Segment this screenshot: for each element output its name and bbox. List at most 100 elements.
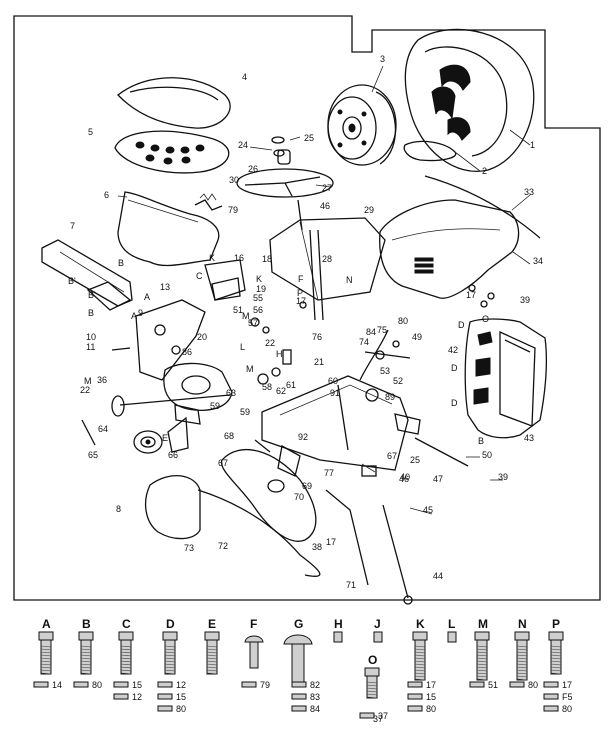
drive-belt-part [197, 448, 321, 577]
part-label-p74: 74 [359, 337, 369, 347]
hardware-ref-p-1: F5 [562, 692, 573, 702]
hardware-ref-o-0: 37 [378, 711, 388, 721]
part-label-p73: 73 [184, 543, 194, 553]
part-label-p68: 68 [224, 431, 234, 441]
part-label-p80: 80 [398, 316, 408, 326]
grille-panel-part [464, 318, 548, 439]
part-label-p70: 70 [294, 492, 304, 502]
part-callouts: 1235678910111316171717181920212222242525… [68, 54, 543, 724]
part-label-p27: 27 [322, 183, 332, 193]
pedal-bracket [359, 329, 421, 435]
part-label-p20: 20 [197, 332, 207, 342]
part-label-p52: 52 [393, 376, 403, 386]
part-label-p17c: 17 [326, 537, 336, 547]
deck-guard-part [144, 474, 201, 540]
part-label-p76: 76 [312, 332, 322, 342]
hardware-ref-icon [291, 693, 307, 700]
hardware-ref-icon [291, 681, 307, 688]
part-label-pB4: B [88, 308, 94, 318]
wheel-rim-part [327, 84, 397, 166]
part-label-p51: 51 [233, 305, 243, 315]
part-label-p71: 71 [346, 580, 356, 590]
part-label-pK2: K [256, 274, 262, 284]
part-label-p64: 64 [98, 424, 108, 434]
hardware-ref-d-1: 15 [176, 692, 186, 702]
part-label-p44: 44 [433, 571, 443, 581]
hardware-ref-icon [543, 681, 559, 688]
hardware-ref-c-1: 12 [132, 692, 142, 702]
hardware-ref-k-2: 80 [426, 704, 436, 714]
bolt-11 [111, 347, 131, 351]
hardware-item-h: H [333, 617, 343, 643]
part-label-p39a: 39 [520, 295, 530, 305]
rod-71 [325, 489, 369, 586]
part-label-p56: 56 [253, 305, 263, 315]
part-label-pA1: A [144, 292, 150, 302]
part-label-p39b: 39 [498, 472, 508, 482]
part-label-pK1: K [209, 253, 215, 263]
part-label-p16: 16 [234, 253, 244, 263]
part-label-p62: 62 [276, 386, 286, 396]
part-label-p22a: 22 [80, 385, 90, 395]
hardware-letter-c: C [122, 617, 131, 631]
part-label-p26: 26 [248, 164, 258, 174]
bolt-65 [81, 419, 96, 446]
hardware-letter-d: D [166, 617, 175, 631]
part-label-p45: 45 [423, 505, 433, 515]
part-label-p50: 50 [482, 450, 492, 460]
hardware-letter-k: K [416, 617, 425, 631]
fender-pan-part [117, 191, 220, 267]
part-label-p79: 79 [228, 205, 238, 215]
hardware-ref-icon [157, 693, 173, 700]
part-label-p38: 38 [312, 542, 322, 552]
rod-50 [414, 437, 469, 467]
part-label-p58: 58 [262, 382, 272, 392]
hardware-ref-icon [469, 681, 485, 688]
brake-linkage [364, 340, 411, 360]
part-label-p92: 92 [298, 432, 308, 442]
part-label-p7: 7 [70, 221, 75, 231]
hood-part [379, 199, 520, 299]
hub-hardware [271, 136, 291, 165]
leader-lines [117, 65, 531, 515]
part-label-p60: 60 [328, 376, 338, 386]
part-label-pC: C [196, 271, 203, 281]
part-label-p8: 8 [116, 504, 121, 514]
transmission-part [111, 362, 233, 417]
part-label-p53: 53 [380, 366, 390, 376]
hardware-ref-icon [157, 681, 173, 688]
hardware-ref-a-0: 14 [52, 680, 62, 690]
hardware-ref-d-0: 12 [176, 680, 186, 690]
part-label-p86: 86 [182, 347, 192, 357]
dash-tower-part [269, 217, 386, 321]
hardware-ref-k-1: 15 [426, 692, 436, 702]
part-label-p43: 43 [524, 433, 534, 443]
hardware-ref-icon [291, 705, 307, 712]
part-label-p63: 63 [226, 388, 236, 398]
part-label-p84: 84 [366, 327, 376, 337]
part-label-pO: O [482, 314, 489, 324]
part-label-p42: 42 [448, 345, 458, 355]
part-label-p10: 10 [86, 332, 96, 342]
part-label-p75: 75 [377, 325, 387, 335]
part-label-p3: 3 [380, 54, 385, 64]
part-label-p5: 5 [88, 127, 93, 137]
part-label-pM2: M [84, 376, 92, 386]
rod-44-end [403, 595, 413, 605]
hardware-item-l: L [447, 617, 457, 643]
hardware-ref-icon [241, 681, 257, 688]
part-label-p19: 19 [256, 284, 266, 294]
part-label-pN: N [346, 275, 353, 285]
part-label-p89: 89 [385, 392, 395, 402]
part-label-p17a: 17 [296, 296, 306, 306]
hardware-letter-m: M [478, 617, 488, 631]
hardware-letter-b: B [82, 617, 91, 631]
part-label-p30: 30 [229, 175, 239, 185]
part-label-pB3: B' [88, 290, 96, 300]
hardware-letter-g: G [294, 617, 303, 631]
